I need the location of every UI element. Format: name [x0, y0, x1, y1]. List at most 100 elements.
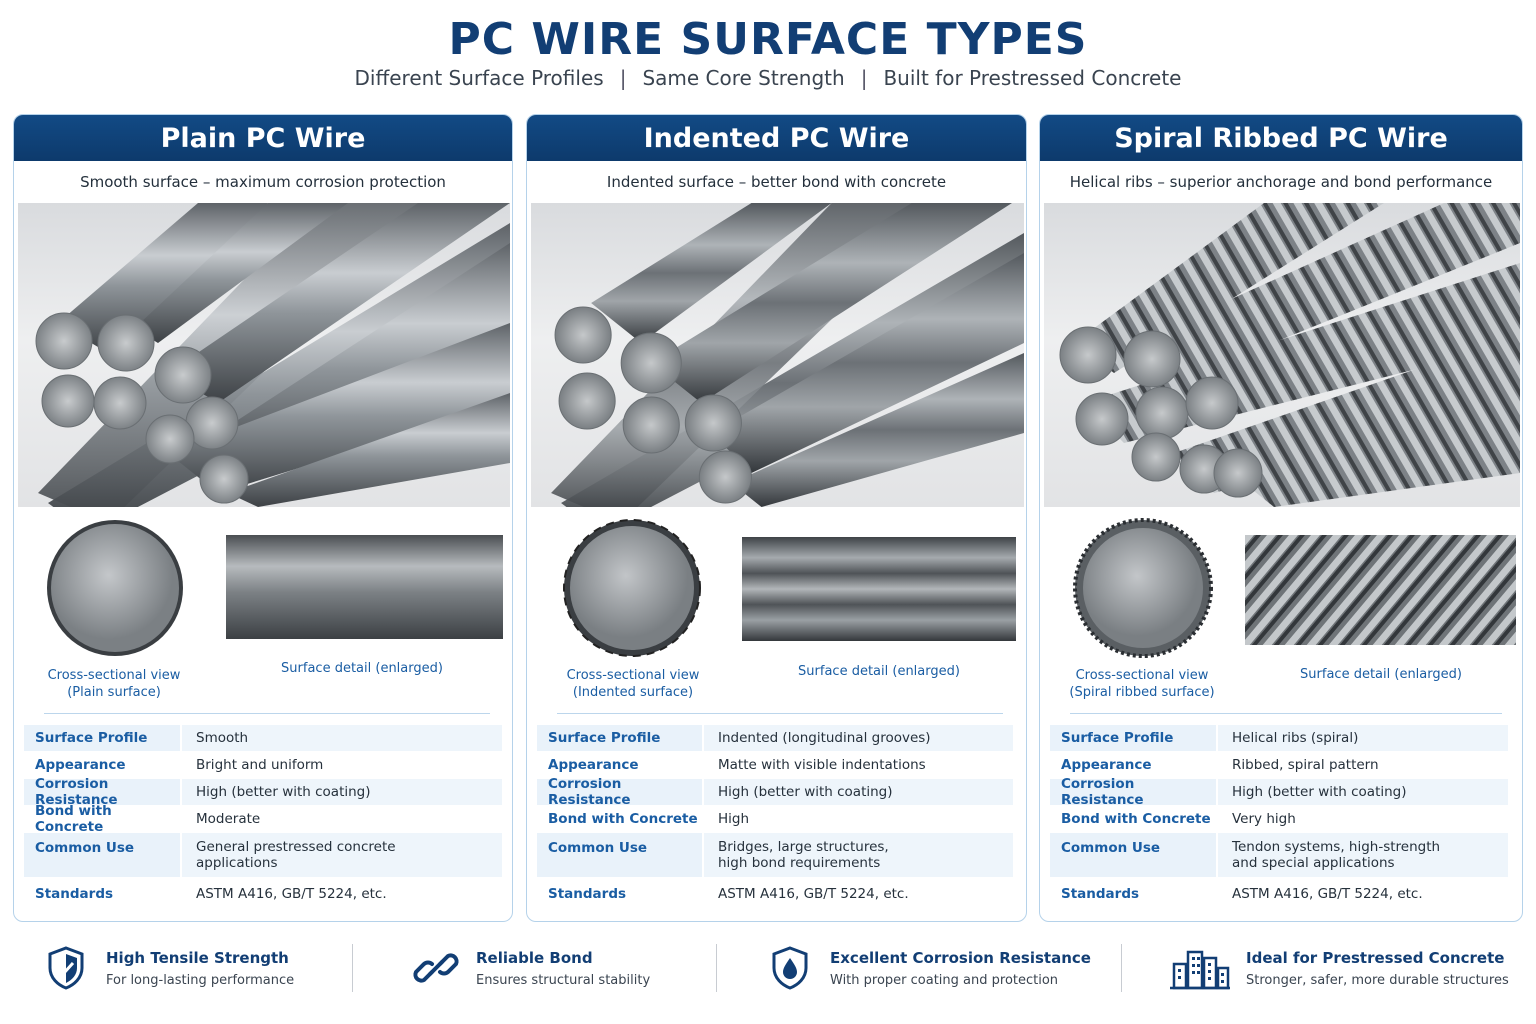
subtitle-part-2: Same Core Strength	[642, 66, 845, 90]
feature-subtitle: Stronger, safer, more durable structures	[1246, 972, 1509, 988]
divider	[557, 713, 1003, 714]
page-subtitle: Different Surface Profiles | Same Core Str…	[0, 66, 1536, 90]
cross-section-image	[561, 517, 703, 659]
buildings-icon	[1170, 950, 1230, 990]
subtitle-part-3: Built for Prestressed Concrete	[883, 66, 1182, 90]
spec-row: Appearance Bright and uniform	[24, 751, 502, 779]
spec-value: High (better with coating)	[704, 779, 1013, 805]
spec-key: Appearance	[35, 757, 126, 773]
spec-row: Standards ASTM A416, GB/T 5224, etc.	[1050, 877, 1508, 911]
card-tagline: Indented surface – better bond with conc…	[606, 173, 947, 191]
wire-bundle-illustration	[551, 203, 1024, 507]
spec-value-line: General prestressed concrete	[196, 839, 396, 855]
spec-key: Bond with Concrete	[548, 811, 698, 827]
spec-value-line: and special applications	[1232, 855, 1395, 871]
spec-key: Appearance	[548, 757, 639, 773]
spec-value: Moderate	[196, 811, 261, 827]
surface-detail-image	[742, 537, 1016, 641]
spec-value: Bright and uniform	[196, 757, 324, 773]
spec-value: High (better with coating)	[182, 779, 502, 805]
page-title: PC WIRE SURFACE TYPES	[448, 14, 1088, 65]
feature-bar: High Tensile Strength For long-lasting p…	[0, 938, 1536, 1008]
chain-link-icon	[413, 953, 459, 983]
surface-detail-caption: Surface detail (enlarged)	[1300, 667, 1462, 682]
feature-item: Reliable Bond Ensures structural stabili…	[412, 938, 650, 998]
card-title: Plain PC Wire	[14, 115, 512, 161]
spec-value: High	[718, 811, 750, 827]
divider	[716, 944, 717, 992]
card-spiral-ribbed-wire: Spiral Ribbed PC Wire Helical ribs – sup…	[1039, 114, 1523, 922]
spec-key: Standards	[35, 886, 114, 902]
card-indented-wire: Indented PC Wire Indented surface – bett…	[526, 114, 1027, 922]
spec-value: Bridges, large structures,high bond requ…	[704, 833, 1013, 877]
spec-key: Surface Profile	[537, 725, 702, 751]
wire-bundle-illustration	[1059, 203, 1520, 507]
cross-section-caption: Cross-sectional view (Plain surface)	[14, 667, 214, 701]
wire-bundle-photo	[18, 203, 510, 507]
spec-row: Bond with Concrete High	[537, 805, 1013, 833]
feature-title: High Tensile Strength	[106, 948, 289, 967]
feature-item: High Tensile Strength For long-lasting p…	[42, 938, 294, 998]
caption-line: Cross-sectional view	[1075, 668, 1209, 683]
caption-line: Cross-sectional view	[566, 668, 700, 683]
cross-section-caption: Cross-sectional view (Spiral ribbed surf…	[1042, 667, 1242, 701]
surface-detail-caption: Surface detail (enlarged)	[798, 664, 960, 679]
card-title: Spiral Ribbed PC Wire	[1040, 115, 1522, 161]
card-tagline: Smooth surface – maximum corrosion prote…	[80, 173, 446, 191]
feature-subtitle: For long-lasting performance	[106, 972, 295, 988]
cross-section-image	[44, 517, 186, 659]
feature-item: Excellent Corrosion Resistance With prop…	[766, 938, 1091, 998]
feature-subtitle: Ensures structural stability	[476, 972, 651, 988]
spec-row: Appearance Ribbed, spiral pattern	[1050, 751, 1508, 779]
divider	[352, 944, 353, 992]
spec-value: Ribbed, spiral pattern	[1232, 757, 1379, 773]
subtitle-separator: |	[860, 66, 868, 90]
wire-bundle-photo	[531, 203, 1024, 507]
spec-row: Standards ASTM A416, GB/T 5224, etc.	[24, 877, 502, 911]
card-tagline: Helical ribs – superior anchorage and bo…	[1069, 173, 1493, 191]
spec-value: Smooth	[182, 725, 502, 751]
subtitle-part-1: Different Surface Profiles	[354, 66, 604, 90]
spec-value: ASTM A416, GB/T 5224, etc.	[196, 886, 387, 902]
spec-key: Corrosion Resistance	[1050, 776, 1216, 808]
wire-bundle-illustration	[35, 203, 510, 507]
spec-key: Surface Profile	[24, 725, 180, 751]
feature-title: Reliable Bond	[476, 948, 593, 967]
spec-key: Corrosion Resistance	[537, 776, 702, 808]
feature-item: Ideal for Prestressed Concrete Stronger,…	[1170, 938, 1509, 998]
spec-key: Standards	[1061, 886, 1140, 902]
caption-line: (Spiral ribbed surface)	[1069, 685, 1215, 700]
feature-subtitle: With proper coating and protection	[830, 972, 1059, 988]
surface-detail-image	[226, 535, 503, 639]
wire-bundle-photo	[1044, 203, 1520, 507]
spec-key: Common Use	[537, 833, 702, 877]
surface-detail-image	[1245, 535, 1516, 645]
spec-value: ASTM A416, GB/T 5224, etc.	[1232, 886, 1423, 902]
divider	[1070, 713, 1502, 714]
caption-line: (Plain surface)	[67, 685, 161, 700]
feature-title: Excellent Corrosion Resistance	[830, 948, 1091, 967]
spec-key: Common Use	[1050, 833, 1216, 877]
spec-value-line: applications	[196, 855, 278, 871]
caption-line: (Indented surface)	[572, 685, 694, 700]
spec-value: Indented (longitudinal grooves)	[704, 725, 1013, 751]
spec-key: Appearance	[1061, 757, 1152, 773]
cross-section-caption: Cross-sectional view (Indented surface)	[533, 667, 733, 701]
cross-section-image	[1072, 517, 1214, 659]
spec-value: High (better with coating)	[1218, 779, 1508, 805]
